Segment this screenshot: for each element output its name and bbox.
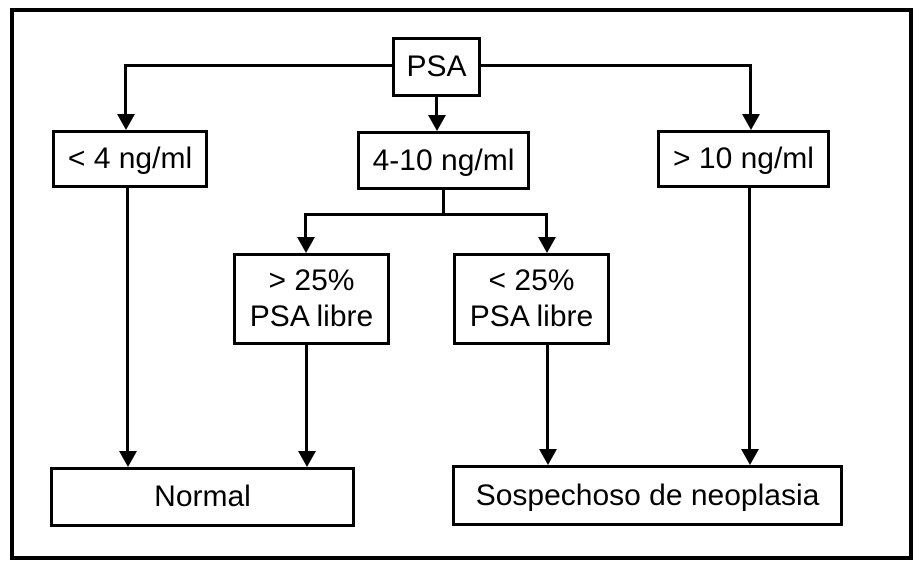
node-4-10-ngml: 4-10 ng/ml bbox=[357, 131, 530, 190]
connector-lt4-to-normal bbox=[126, 186, 129, 452]
connector-mid-to-lt25 bbox=[545, 213, 548, 239]
arrowhead-gt10-to-suspicious bbox=[741, 449, 759, 465]
node-under-25pct-free-psa: < 25% PSA libre bbox=[453, 253, 610, 345]
connector-mid-stem bbox=[442, 188, 445, 216]
connector-root-to-gt10 bbox=[749, 64, 752, 117]
node-psa: PSA bbox=[392, 37, 481, 97]
node-suspicious-neoplasia-label: Sospechoso de neoplasia bbox=[475, 478, 820, 512]
node-under-4-ngml: < 4 ng/ml bbox=[52, 130, 208, 188]
connector-gt10-to-suspicious bbox=[748, 186, 751, 450]
arrowhead-to-mid bbox=[428, 115, 446, 131]
connector-mid-branch-horizontal bbox=[304, 213, 548, 216]
connector-root-to-lt4 bbox=[124, 64, 127, 117]
arrowhead-to-gt25 bbox=[297, 237, 315, 253]
arrowhead-to-lt25 bbox=[538, 237, 556, 253]
node-psa-label: PSA bbox=[406, 50, 467, 83]
node-4-10-ngml-label: 4-10 ng/ml bbox=[372, 143, 515, 177]
arrowhead-gt25-to-normal bbox=[298, 451, 316, 467]
connector-mid-to-gt25 bbox=[304, 213, 307, 239]
node-under-25pct-line2: PSA libre bbox=[469, 300, 594, 333]
node-over-25pct-line1: > 25% bbox=[268, 264, 355, 297]
arrowhead-to-gt10 bbox=[742, 114, 760, 130]
arrowhead-lt4-to-normal bbox=[119, 451, 137, 467]
arrowhead-to-lt4 bbox=[117, 114, 135, 130]
connector-gt25-to-normal bbox=[305, 343, 308, 452]
connector-lt25-to-suspicious bbox=[546, 343, 549, 450]
node-suspicious-neoplasia: Sospechoso de neoplasia bbox=[452, 465, 843, 526]
node-under-4-ngml-label: < 4 ng/ml bbox=[67, 142, 193, 175]
connector-root-to-mid bbox=[435, 95, 438, 117]
node-normal-label: Normal bbox=[154, 480, 251, 513]
arrowhead-lt25-to-suspicious bbox=[539, 449, 557, 465]
node-over-10-ngml-label: > 10 ng/ml bbox=[673, 142, 814, 175]
node-over-10-ngml: > 10 ng/ml bbox=[657, 130, 830, 188]
node-normal: Normal bbox=[50, 467, 355, 527]
node-under-25pct-line1: < 25% bbox=[488, 264, 575, 297]
node-over-25pct-line2: PSA libre bbox=[249, 300, 374, 333]
node-over-25pct-free-psa: > 25% PSA libre bbox=[233, 253, 390, 345]
